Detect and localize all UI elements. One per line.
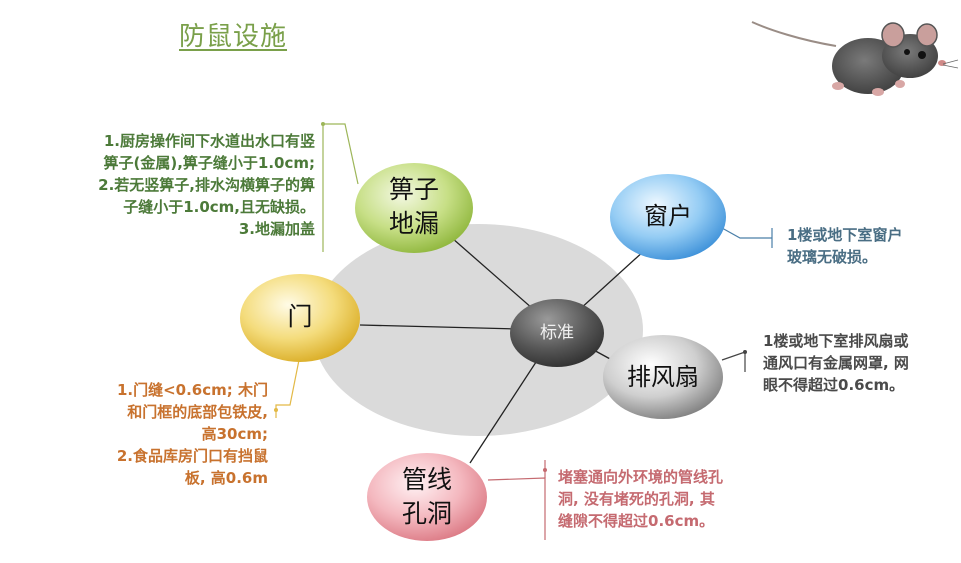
pipe-label-line1: 管线 (401, 465, 452, 494)
backdrop-ellipse (313, 224, 643, 436)
note-pipe-line: 缝隙不得超过0.6cm。 (558, 512, 715, 530)
pipe-label-line2: 孔洞 (401, 498, 452, 528)
note-door-line: 1.门缝<0.6cm; 木门 (116, 381, 268, 399)
note-grate-line: 2.若无竖箅子,排水沟横箅子的箅 (98, 176, 315, 194)
note-door-line: 高30cm; (201, 425, 268, 443)
bubble-center-label: 标准 (540, 323, 574, 343)
note-window-line: 1楼或地下室窗户 (787, 226, 903, 244)
rat-illustration (751, 21, 959, 96)
bubble-window (610, 174, 726, 260)
note-grate: 1.厨房操作间下水道出水口有竖 箅子(金属),箅子缝小于1.0cm; 2.若无竖… (30, 130, 315, 240)
page-title: 防鼠设施 (179, 22, 288, 52)
note-fan-line: 眼不得超过0.6cm。 (763, 376, 905, 394)
bracket-pipe (487, 477, 546, 540)
note-grate-line: 1.厨房操作间下水道出水口有竖 (103, 132, 315, 150)
note-window: 1楼或地下室窗户 玻璃无破损。 (787, 224, 957, 268)
bubble-grate (355, 163, 473, 253)
bracket-door (275, 354, 301, 418)
note-fan-line: 通风口有金属网罩, 网 (763, 354, 909, 372)
note-door-line: 和门框的底部包铁皮, (127, 403, 268, 421)
bracket-fan (721, 351, 746, 372)
bubble-door (240, 274, 360, 362)
note-grate-line: 箅子(金属),箅子缝小于1.0cm; (103, 154, 315, 172)
grate-label-line1: 箅子 (388, 175, 439, 204)
note-pipe: 堵塞通向外环境的管线孔 洞, 没有堵死的孔洞, 其 缝隙不得超过0.6cm。 (558, 466, 798, 532)
note-fan-line: 1楼或地下室排风扇或 (763, 332, 909, 350)
bracket-window (721, 227, 772, 239)
bubble-window-label: 窗户 (644, 202, 692, 230)
bubble-grate-label: 箅子 地漏 (360, 173, 468, 241)
note-grate-line: 子缝小于1.0cm,且无缺损。 (123, 198, 315, 216)
callout-brackets (274, 122, 773, 540)
bubble-fan (603, 335, 723, 419)
bubble-fan-label: 排风扇 (627, 363, 699, 391)
note-door-line: 2.食品库房门口有挡鼠 (116, 447, 268, 465)
note-pipe-line: 洞, 没有堵死的孔洞, 其 (558, 490, 715, 508)
note-door-line: 板, 高0.6m (184, 469, 268, 487)
note-fan: 1楼或地下室排风扇或 通风口有金属网罩, 网 眼不得超过0.6cm。 (763, 330, 959, 396)
bubble-pipe (367, 453, 487, 541)
bubble-center (510, 299, 604, 367)
bubble-pipe-label: 管线 孔洞 (372, 463, 482, 531)
note-grate-line: 3.地漏加盖 (238, 220, 315, 238)
grate-label-line2: 地漏 (388, 208, 439, 238)
note-window-line: 玻璃无破损。 (787, 248, 878, 266)
note-pipe-line: 堵塞通向外环境的管线孔 (558, 468, 724, 486)
bracket-grate (322, 123, 359, 252)
note-door: 1.门缝<0.6cm; 木门 和门框的底部包铁皮, 高30cm; 2.食品库房门… (40, 379, 268, 489)
bubble-door-label: 门 (287, 302, 313, 331)
